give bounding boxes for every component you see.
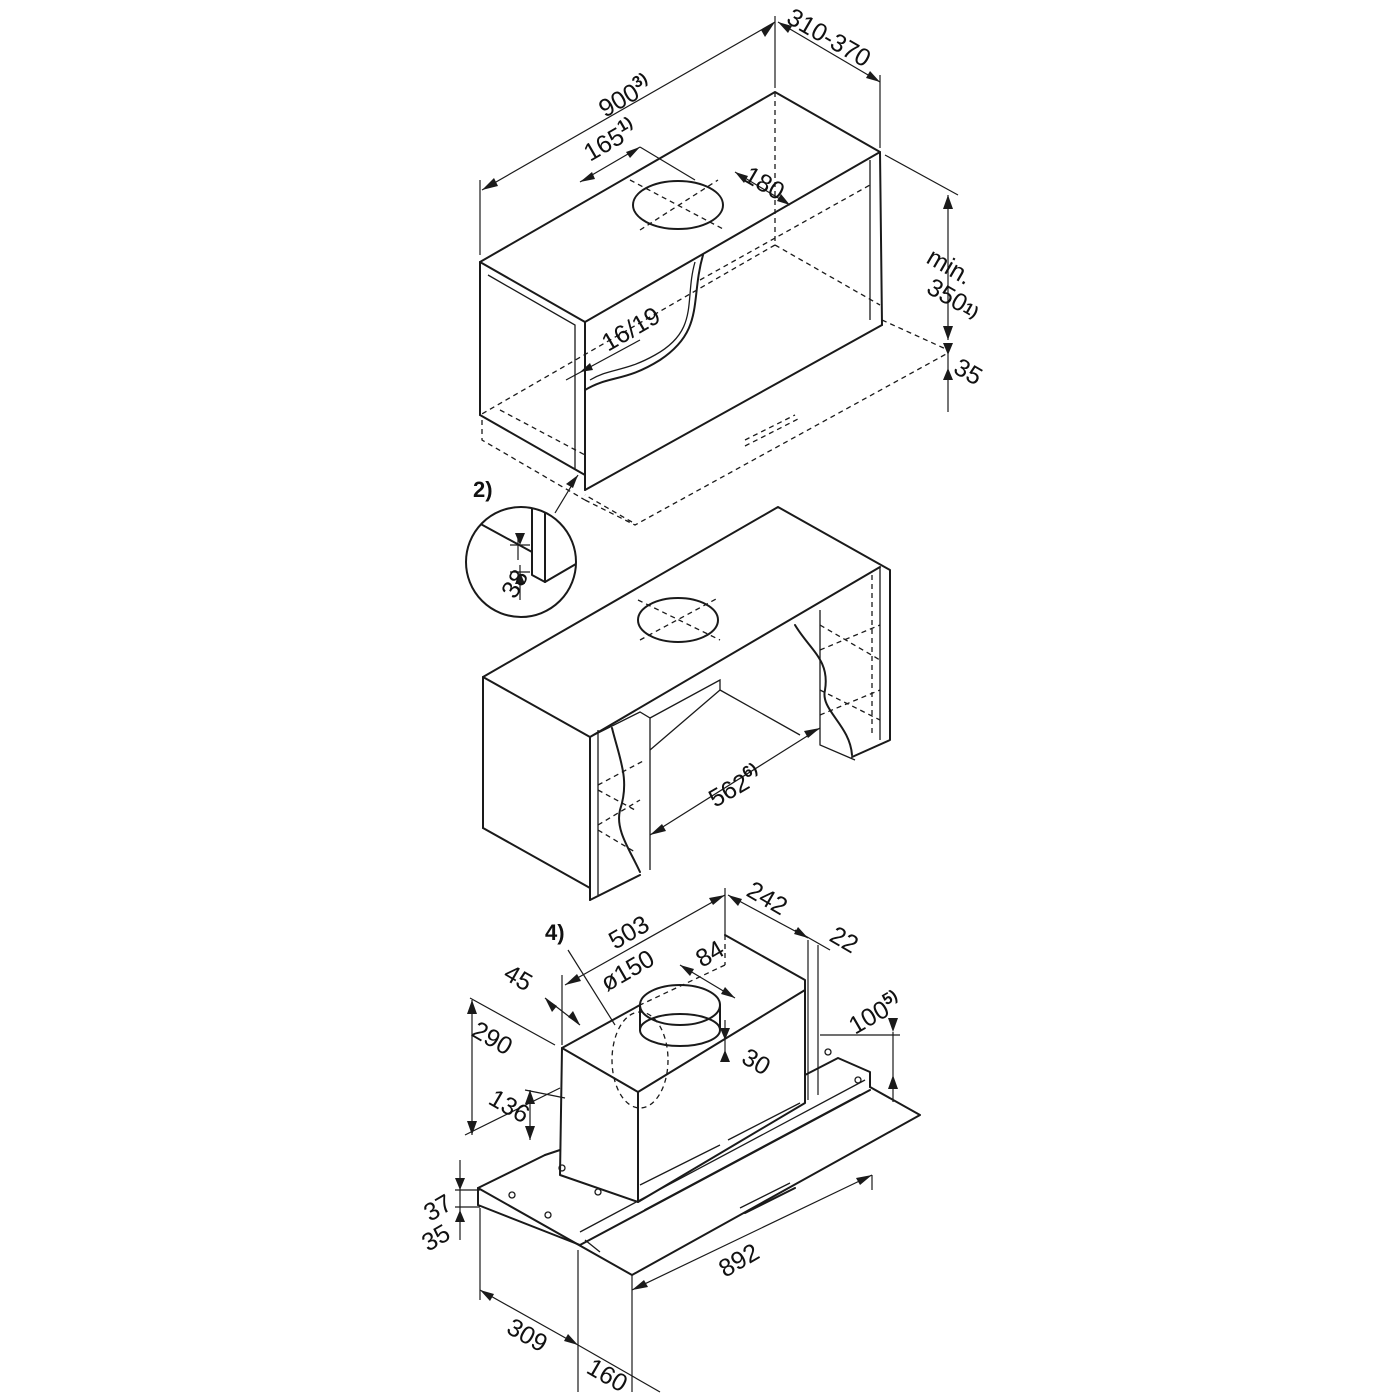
dim-duct-diameter: ø150 xyxy=(596,944,659,997)
dim-unit-depth: 242 xyxy=(742,876,792,921)
dim-visor-depth: 309 xyxy=(502,1313,552,1358)
hood-unit xyxy=(477,934,921,1276)
dim-visor-width: 892 xyxy=(714,1238,764,1283)
dim-side-offset: 45 xyxy=(499,959,537,997)
top-cabinet xyxy=(479,91,949,526)
dim-unit-height: 290 xyxy=(467,1016,517,1061)
dim-cabinet-depth: 310-370 xyxy=(782,3,875,73)
dim-rear-gap: 22 xyxy=(825,921,863,959)
dim-duct-center-offset: 84 xyxy=(691,935,729,973)
dim-visor-front: 160 xyxy=(582,1353,632,1398)
note-duct-marker: 4) xyxy=(545,920,565,945)
dim-duct-collar: 30 xyxy=(737,1043,775,1081)
bottom-dimension-labels: 4) 503 242 22 ø150 84 45 290 136 30 1005… xyxy=(417,876,907,1398)
svg-text:1651): 1651) xyxy=(579,114,642,167)
dim-visor-gap: 35 xyxy=(417,1219,455,1257)
note-detail-marker: 2) xyxy=(473,477,493,502)
dim-shelf-gap: 35 xyxy=(949,353,987,391)
middle-cabinet: 5626) xyxy=(482,506,891,901)
detail-circle: 2) 38 xyxy=(465,474,579,618)
bottom-dimensions xyxy=(455,888,900,1393)
svg-text:1005): 1005) xyxy=(844,987,907,1040)
dim-detail-height: 38 xyxy=(496,565,534,603)
top-dimensions xyxy=(479,16,959,412)
